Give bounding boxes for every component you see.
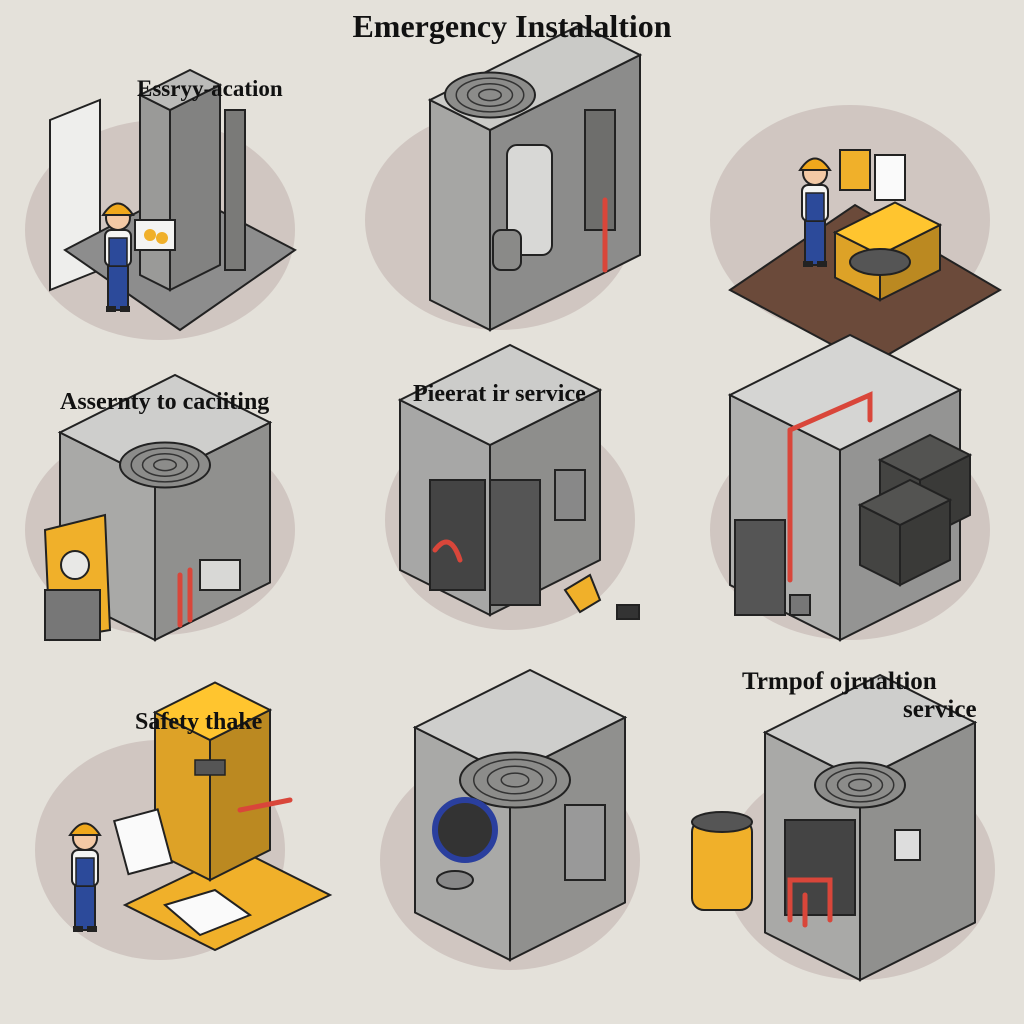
worker-3-overalls [804, 219, 826, 266]
fan-top-ring [130, 447, 200, 483]
yellow-drum [691, 819, 753, 911]
fan-top-ring [153, 458, 177, 472]
worker-3-bib [805, 192, 825, 222]
air-handler-top-face [397, 343, 603, 447]
panel-4-label: Assernty to caciiting [60, 389, 270, 415]
cabinet-slot [194, 759, 226, 776]
document-sheet [162, 888, 253, 937]
fan-top-ring [848, 778, 872, 792]
worker-7-overalls [74, 884, 96, 931]
worker-3-boot [803, 261, 813, 267]
drum-lid [691, 811, 753, 833]
panel-1 [25, 68, 297, 340]
panel-8 [380, 668, 640, 970]
panel-9-label: Trmpof ojrualtion [742, 668, 937, 695]
part [156, 232, 168, 244]
grille-unit [734, 519, 786, 616]
fan-top-ring [455, 77, 525, 113]
large-unit-top-face [727, 333, 963, 452]
side-panel [564, 804, 606, 881]
control-box [584, 109, 616, 231]
red-pipe [787, 391, 873, 433]
furnace-unit-left-face [139, 93, 171, 292]
fan-top-ring [825, 767, 895, 803]
red-pipe [787, 877, 833, 923]
gauge [60, 550, 90, 580]
fan-top [444, 71, 536, 119]
condenser-unit-top-face [762, 673, 978, 782]
fan-top-ring [141, 453, 189, 477]
panel-6 [710, 333, 990, 642]
rooftop-unit-left-face [429, 98, 491, 332]
worker-7-boot [87, 926, 97, 932]
worker-7-bib [75, 857, 95, 887]
worker-7-hardhat [68, 822, 102, 836]
black-module-top-face [877, 433, 973, 482]
yellow-device [839, 149, 871, 191]
base-box [44, 589, 101, 641]
checklist-paper [874, 154, 906, 201]
control-panel [894, 829, 921, 861]
worker-1-bib [108, 237, 128, 267]
panel-9 [691, 673, 995, 982]
part [144, 229, 156, 241]
hose [237, 797, 293, 813]
coiled-hose [849, 248, 911, 276]
worker-1-hardhat [101, 202, 135, 216]
fan-grille [784, 819, 856, 916]
worker-1-boot [106, 306, 116, 312]
vent-duct [224, 109, 246, 271]
small-cylinder [492, 229, 522, 271]
panel-7 [35, 681, 333, 960]
furnace-unit-top-face [137, 68, 223, 112]
worker-1-overalls [107, 264, 129, 311]
worker-3-hardhat [798, 157, 832, 171]
panel-5-label: Pieerat ir service [413, 381, 586, 407]
electrical-box [789, 594, 811, 616]
panel-5 [385, 343, 640, 630]
worker-7-boot [73, 926, 83, 932]
yellow-tool [563, 573, 602, 614]
fan-top [119, 441, 211, 489]
worker-3-boot [817, 261, 827, 267]
page-title: Emergency Instalaltion [352, 8, 672, 44]
plug [616, 604, 640, 620]
parts-tray [134, 219, 176, 251]
clipboard [112, 808, 174, 876]
worker-1-boot [120, 306, 130, 312]
panel-4 [25, 373, 295, 642]
access-panel [554, 469, 586, 521]
compressor-tank [506, 144, 553, 256]
fan-top-ring [466, 83, 514, 107]
compressor [436, 870, 474, 890]
fan-top-ring [473, 758, 557, 802]
blue-fan [432, 797, 498, 863]
black-module-top-face [857, 478, 953, 527]
grille-front [489, 479, 541, 606]
yellow-crate-top-face [832, 201, 943, 257]
panel-2 [365, 23, 643, 332]
fan-top-ring [478, 88, 502, 102]
fan-top [814, 761, 906, 809]
control-panel [199, 559, 241, 591]
panel-7-label: Safety thake [135, 709, 263, 735]
fan-top [459, 751, 571, 809]
fan-top-ring [500, 772, 530, 788]
panel-1-label: Essryy-acation [137, 76, 283, 101]
panel-9-label-2: service [903, 696, 977, 723]
grille-left [429, 479, 486, 591]
panel-3 [710, 105, 1002, 367]
furnace-unit-right-face [169, 83, 221, 292]
fan-top-ring [486, 765, 544, 795]
yellow-cabinet-top-face [152, 681, 273, 742]
red-pipe [432, 539, 463, 563]
fan-top-ring [836, 773, 884, 797]
